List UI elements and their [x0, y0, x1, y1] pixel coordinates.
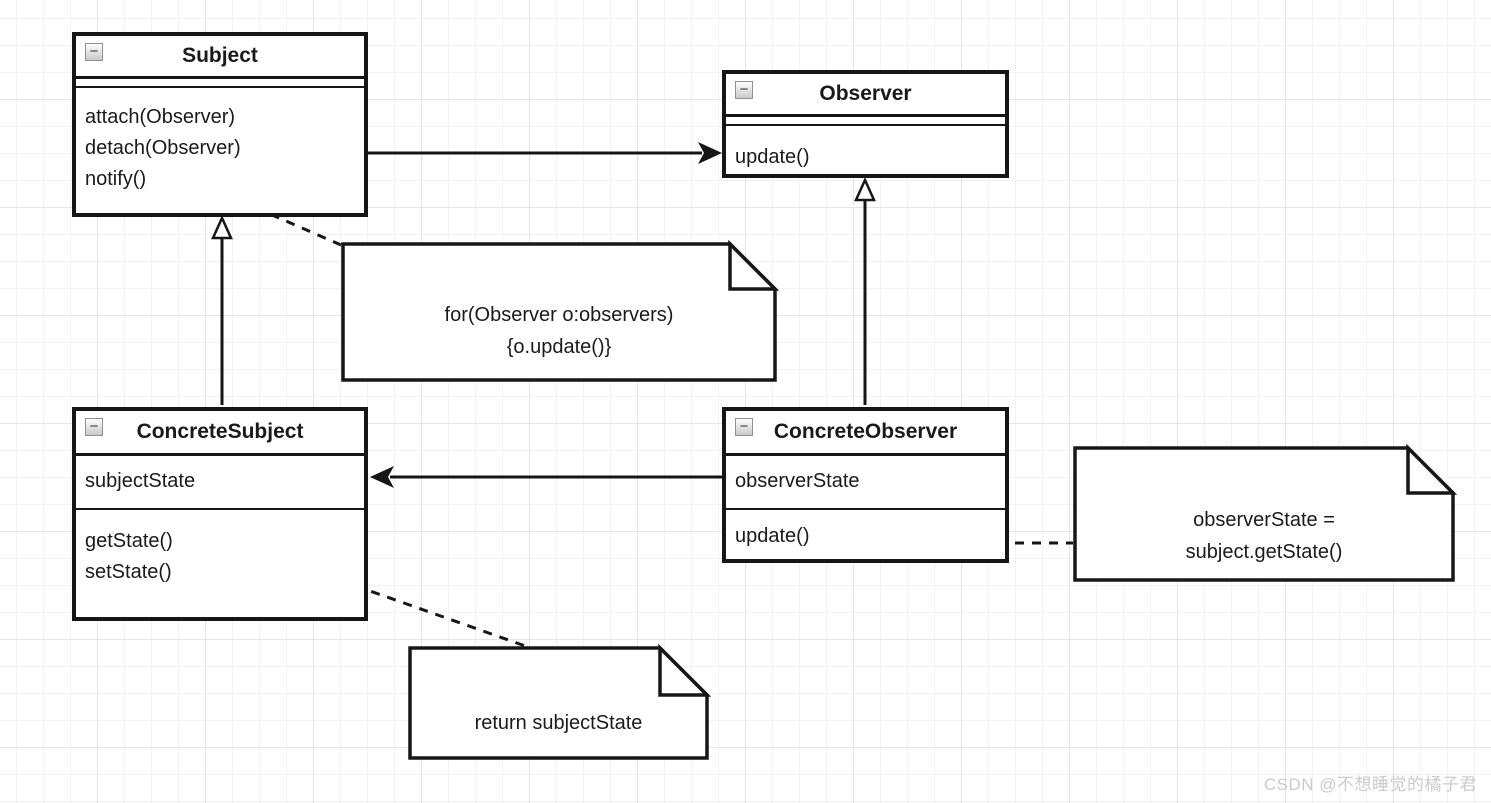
note-line: return subjectState — [474, 712, 643, 734]
csdn-watermark: CSDN @不想睡觉的橘子君 — [1263, 775, 1477, 794]
class-concreteobserver-attributes: observerState — [726, 456, 1005, 510]
method-label: getState() — [85, 530, 173, 552]
collapse-toggle-icon[interactable]: − — [735, 418, 753, 436]
note-line: observerState = — [1193, 509, 1335, 531]
class-name: Subject — [182, 44, 258, 67]
empty-attributes-compartment — [726, 117, 1005, 126]
collapse-toggle-icon[interactable]: − — [735, 81, 753, 99]
association-subject-to-observer — [368, 142, 722, 164]
note-fold-icon — [658, 643, 712, 697]
class-name: Observer — [819, 82, 912, 105]
method-label: update() — [735, 525, 810, 547]
class-observer: − Observer update() — [722, 70, 1009, 178]
class-concreteobserver-title: − ConcreteObserver — [726, 411, 1005, 456]
class-observer-title: − Observer — [726, 74, 1005, 117]
hollow-triangle-icon — [854, 176, 876, 202]
arrowhead-icon — [698, 142, 722, 164]
generalization-concreteobserver-to-observer — [854, 176, 876, 405]
note-line: for(Observer o:observers) — [444, 304, 674, 326]
note-observerState-assign-text: observerState = subject.getState() — [1075, 504, 1453, 568]
collapse-toggle-icon[interactable]: − — [85, 43, 103, 61]
attribute-label: observerState — [735, 470, 860, 492]
class-name: ConcreteObserver — [773, 420, 958, 443]
class-subject-title: − Subject — [76, 36, 364, 79]
note-fold-icon — [1406, 443, 1458, 495]
association-concreteobserver-to-concretesubject — [370, 466, 722, 488]
note-outline — [408, 646, 709, 760]
generalization-concretesubject-to-subject — [211, 214, 233, 405]
hollow-triangle-icon — [211, 214, 233, 240]
class-subject: − Subject attach(Observer) detach(Observ… — [72, 32, 368, 217]
class-concreteobserver: − ConcreteObserver observerState update(… — [722, 407, 1009, 563]
class-concreteobserver-methods: update() — [726, 510, 1005, 552]
note-line: subject.getState() — [1185, 541, 1343, 563]
collapse-toggle-icon[interactable]: − — [85, 418, 103, 436]
class-concretesubject-methods: getState() setState() — [76, 510, 364, 588]
method-label: setState() — [85, 561, 172, 583]
method-label: attach(Observer) — [85, 106, 236, 128]
class-concretesubject: − ConcreteSubject subjectState getState(… — [72, 407, 368, 621]
attribute-label: subjectState — [85, 470, 196, 492]
method-label: detach(Observer) — [85, 137, 241, 159]
method-label: update() — [735, 146, 810, 168]
class-observer-methods: update() — [726, 126, 1005, 173]
note-fold-icon — [728, 239, 780, 291]
method-label: notify() — [85, 168, 147, 190]
class-subject-methods: attach(Observer) detach(Observer) notify… — [76, 88, 364, 195]
note-return-subjectState-shape — [408, 643, 712, 760]
class-name: ConcreteSubject — [136, 420, 304, 443]
class-concretesubject-attributes: subjectState — [76, 456, 364, 510]
note-for-loop-text: for(Observer o:observers) {o.update()} — [343, 299, 775, 363]
note-return-subjectState-text: return subjectState — [410, 707, 707, 739]
note-line: {o.update()} — [506, 336, 612, 358]
empty-attributes-compartment — [76, 79, 364, 88]
class-concretesubject-title: − ConcreteSubject — [76, 411, 364, 456]
arrowhead-icon — [370, 466, 394, 488]
